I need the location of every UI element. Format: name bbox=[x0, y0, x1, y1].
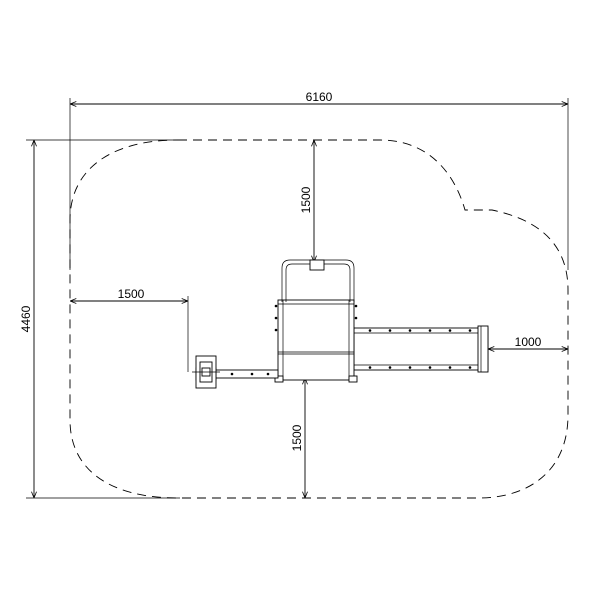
right-clearance-label: 1000 bbox=[515, 335, 542, 349]
slide bbox=[353, 325, 489, 373]
arch-frame bbox=[281, 259, 355, 302]
overall-width-label: 6160 bbox=[306, 90, 333, 104]
safety-zone-outline bbox=[69, 139, 569, 499]
top-clearance-label: 1500 bbox=[299, 186, 313, 213]
bottom-clearance-label: 1500 bbox=[290, 424, 304, 451]
left-clearance-label: 1500 bbox=[118, 287, 145, 301]
entry-post bbox=[192, 355, 220, 389]
overall-depth-label: 4460 bbox=[19, 305, 33, 332]
play-equipment bbox=[192, 259, 489, 389]
platform-tower bbox=[274, 299, 358, 383]
